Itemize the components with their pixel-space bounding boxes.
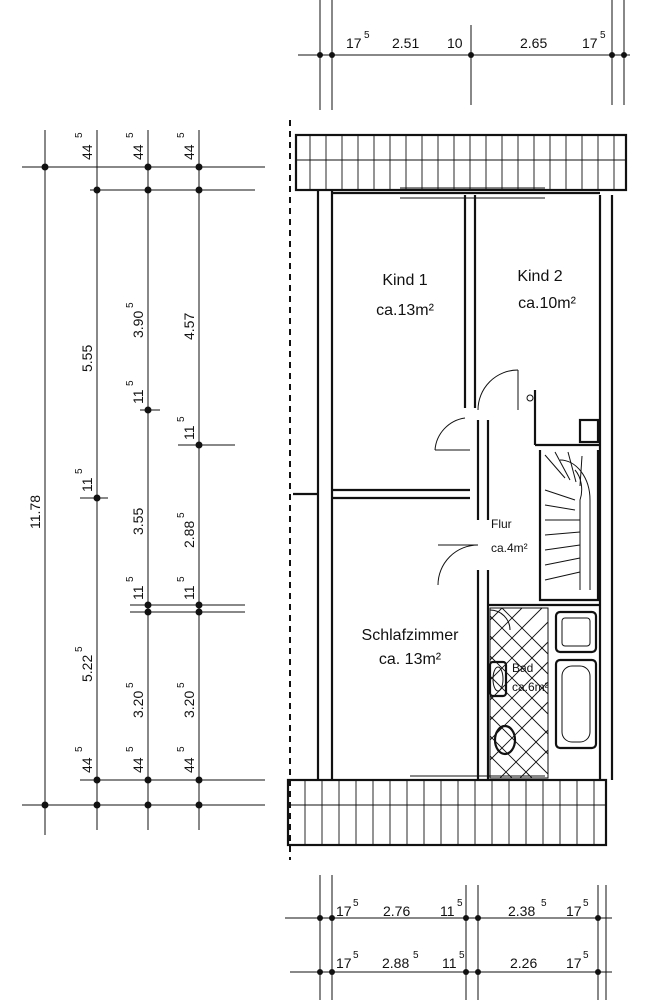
dim-left-c3-5-sup: 5: [176, 576, 187, 582]
dim-left-c3-6-sup: 5: [176, 682, 187, 688]
bottom-balcony: [286, 775, 608, 847]
room-flur-area: ca.4m²: [491, 541, 528, 555]
dim-bottom1-3-sup: 5: [457, 898, 463, 909]
dim-bottom1-1: 17: [336, 903, 352, 919]
dim-top-1-sup: 5: [364, 30, 370, 41]
room-kind1-name: Kind 1: [382, 272, 427, 289]
dim-left-c3-1: 44: [181, 144, 197, 160]
room-kind1-area: ca.13m²: [376, 302, 434, 319]
dim-left-c2-1-sup: 5: [125, 132, 136, 138]
dim-left-c1-5-sup: 5: [74, 746, 85, 752]
dim-top-5: 17: [582, 35, 598, 51]
room-schlafzimmer-name: Schlafzimmer: [362, 627, 460, 644]
dim-left-c1-4: 5.22: [79, 655, 95, 682]
dim-bottom2-5: 17: [566, 955, 582, 971]
dim-bottom2-1-sup: 5: [353, 950, 359, 961]
dim-top-2: 2.51: [392, 35, 419, 51]
building: [286, 120, 628, 860]
dim-bottom1-1-sup: 5: [353, 898, 359, 909]
dim-left-c3-5: 11: [181, 585, 197, 600]
dim-left-c1-1-sup: 5: [74, 132, 85, 138]
dim-left-c2-5-sup: 5: [125, 576, 136, 582]
dim-bottom1-5-sup: 5: [583, 898, 589, 909]
dim-left-c3-7-sup: 5: [176, 746, 187, 752]
dim-top-5-sup: 5: [600, 30, 606, 41]
room-kind2-area: ca.10m²: [518, 295, 576, 312]
dim-left-c3-6: 3.20: [181, 691, 197, 718]
dim-left-c3-3: 11: [181, 425, 197, 440]
dim-left-c3-1-sup: 5: [176, 132, 187, 138]
room-bad-area: ca.6m²: [512, 680, 549, 694]
dim-left-c2-2: 3.90: [130, 311, 146, 338]
dim-left-c2-6-sup: 5: [125, 682, 136, 688]
dim-left-c3-2: 4.57: [181, 313, 197, 340]
dim-bottom1-5: 17: [566, 903, 582, 919]
dim-left-c2-4: 3.55: [130, 508, 146, 535]
dim-bottom2-4: 2.26: [510, 955, 537, 971]
dim-left-c2-7-sup: 5: [125, 746, 136, 752]
dim-bottom2-2-sup: 5: [413, 950, 419, 961]
dim-left-c3-3-sup: 5: [176, 416, 187, 422]
dim-left-c1-4-sup: 5: [74, 646, 85, 652]
room-bad-name: Bad: [512, 661, 533, 675]
dim-left-c2-6: 3.20: [130, 691, 146, 718]
top-balcony: [294, 133, 628, 192]
dim-bottom1-3: 11: [440, 903, 455, 919]
dim-left-c3-4: 2.88: [181, 521, 197, 548]
dim-left-c1-3-sup: 5: [74, 468, 85, 474]
dim-left-c2-7: 44: [130, 757, 146, 773]
room-schlafzimmer-area: ca. 13m²: [379, 651, 442, 668]
dim-bottom2-2: 2.88: [382, 955, 409, 971]
dim-bottom1-4: 2.38: [508, 903, 535, 919]
dim-bottom2-5-sup: 5: [583, 950, 589, 961]
dim-left-c2-1: 44: [130, 144, 146, 160]
dim-top-3: 10: [447, 35, 463, 51]
dim-bottom2-3-sup: 5: [459, 950, 465, 961]
room-flur-name: Flur: [491, 517, 512, 531]
dim-top-4: 2.65: [520, 35, 547, 51]
dim-left-c2-3: 11: [130, 389, 146, 404]
room-kind2-name: Kind 2: [517, 268, 562, 285]
dim-left-c1-2: 5.55: [79, 345, 95, 372]
dim-left-c1-3: 11: [79, 477, 95, 492]
dim-top-1: 17: [346, 35, 362, 51]
dim-left-total: 11.78: [27, 495, 43, 529]
left-dimension-chains: 11.78 44 5 5.55 11 5 5.22 5 44 5 44 5 3.…: [22, 130, 265, 835]
dim-left-c3-7: 44: [181, 757, 197, 773]
dim-bottom2-3: 11: [442, 955, 457, 971]
dim-left-c3-4-sup: 5: [176, 512, 187, 518]
dim-bottom2-1: 17: [336, 955, 352, 971]
dim-bottom1-4-sup: 5: [541, 898, 547, 909]
dim-left-c1-1: 44: [79, 144, 95, 160]
staircase: [538, 450, 600, 602]
dim-left-c2-2-sup: 5: [125, 302, 136, 308]
bottom-dimension-chains: 17 5 2.76 11 5 2.38 5 17 5 17 5 2.88 5 1…: [285, 875, 612, 1000]
dim-bottom1-2: 2.76: [383, 903, 410, 919]
dim-left-c2-3-sup: 5: [125, 380, 136, 386]
dim-left-c1-5: 44: [79, 757, 95, 773]
room-labels: Kind 1 ca.13m² Kind 2 ca.10m² Flur ca.4m…: [362, 268, 577, 694]
top-dimension-chain: 17 5 2.51 10 2.65 17 5: [298, 0, 630, 110]
dim-left-c2-5: 11: [130, 585, 146, 600]
